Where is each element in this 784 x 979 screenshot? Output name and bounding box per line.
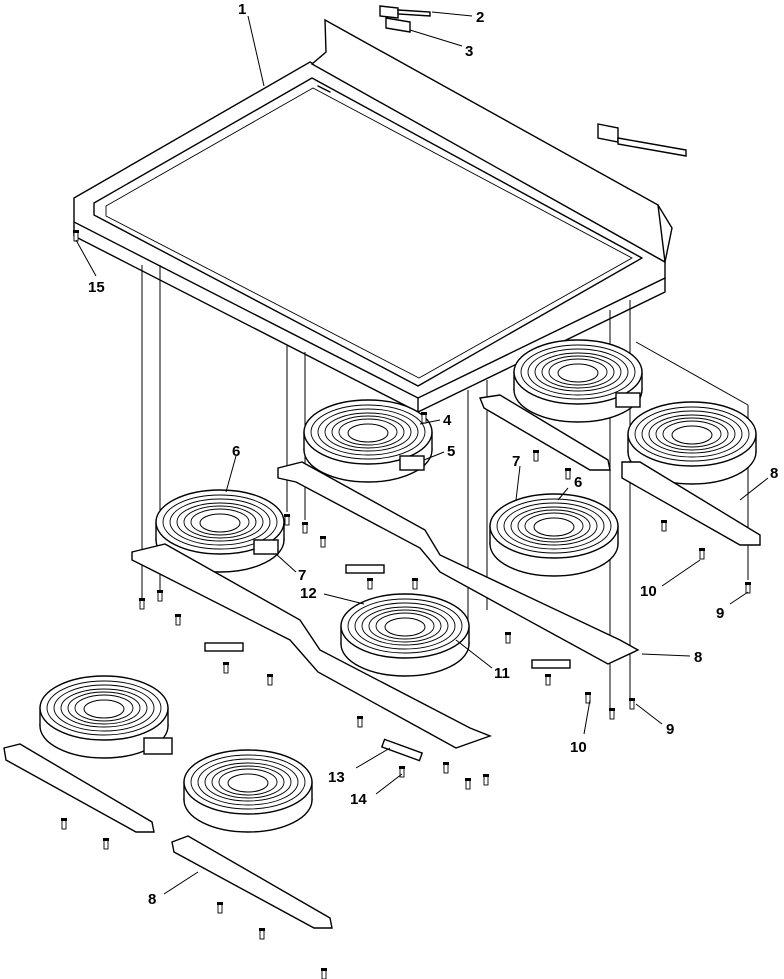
rear-hinge-bracket-left	[379, 5, 431, 33]
rear-mounting-channel-center	[277, 461, 640, 669]
callout-leaders	[75, 11, 769, 895]
callout-15: 15	[88, 279, 105, 296]
cooktop-panel	[73, 18, 673, 413]
callout-8-lower: 8	[148, 891, 156, 908]
front-mounting-channel-left	[131, 543, 492, 749]
surface-element-lower-center	[183, 749, 313, 833]
callout-5: 5	[447, 443, 455, 460]
callout-1: 1	[238, 1, 246, 18]
surface-element-right-front	[489, 493, 619, 577]
callout-6-right: 6	[574, 474, 582, 491]
callout-labels: 1 2 3 4 5 6 6 7 7 8 8 8 9 9 10 10 11 12 …	[88, 1, 778, 908]
callout-10-upper: 10	[640, 583, 657, 600]
callout-14: 14	[350, 791, 367, 808]
callout-9-upper: 9	[716, 605, 724, 622]
support-bar-far-right	[621, 461, 761, 546]
callout-3: 3	[465, 43, 473, 60]
support-clip-14	[380, 738, 424, 762]
callout-10-lower: 10	[570, 739, 587, 756]
callout-4: 4	[443, 412, 452, 429]
terminal-blocks	[143, 392, 641, 755]
support-bar-lower-left	[3, 743, 155, 833]
rear-hinge-bracket-right	[597, 123, 687, 157]
callout-13: 13	[328, 769, 345, 786]
callout-9-lower: 9	[666, 721, 674, 738]
callout-8-center: 8	[694, 649, 702, 666]
callout-6-left: 6	[232, 443, 240, 460]
surface-element-right-rear	[513, 339, 643, 423]
surface-element-center-front	[340, 593, 470, 677]
callout-2: 2	[476, 9, 484, 26]
support-bar-right-rear	[479, 394, 611, 471]
callout-8-right: 8	[770, 465, 778, 482]
callout-7-left: 7	[298, 567, 306, 584]
callout-7-right: 7	[512, 453, 520, 470]
support-bar-lower-center	[171, 835, 333, 929]
callout-11: 11	[494, 665, 510, 682]
callout-12: 12	[300, 585, 317, 602]
